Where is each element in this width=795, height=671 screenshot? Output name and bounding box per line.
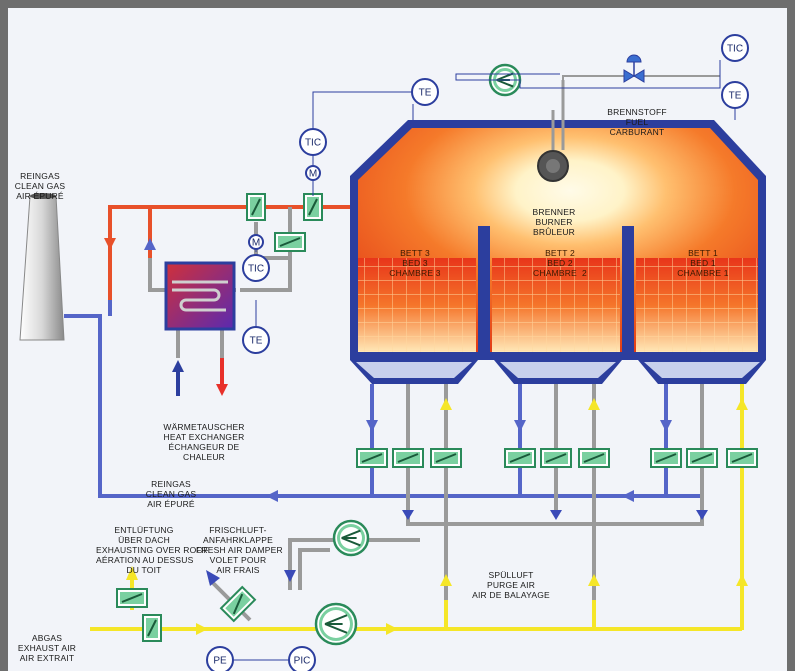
heat-exchanger xyxy=(164,261,236,331)
fan-icon xyxy=(332,519,370,557)
arrow-icon xyxy=(126,566,138,580)
pe-instrument-label: PE xyxy=(213,656,227,667)
motor-indicator: M xyxy=(305,165,321,181)
fuel-valve xyxy=(562,54,720,83)
damper-valve-icon xyxy=(116,588,148,608)
bed-3 xyxy=(358,258,476,352)
te-instrument: TE xyxy=(411,78,439,106)
bed-1 xyxy=(636,258,758,352)
damper-valve-icon xyxy=(686,448,718,468)
damper-valve-icon xyxy=(274,232,306,252)
motor-indicator-label: M xyxy=(252,238,260,249)
regenerative-oxidizer-vessel xyxy=(350,120,766,384)
instruments: TE TIC M M TIC TE TIC TE PE PIC xyxy=(206,34,749,671)
damper-valve-icon xyxy=(392,448,424,468)
pic-instrument: PIC xyxy=(288,646,316,671)
damper-valve-icon xyxy=(650,448,682,468)
bed-divider xyxy=(622,226,634,356)
damper-valve-icon xyxy=(726,448,758,468)
fans xyxy=(314,63,522,646)
arrow-icon xyxy=(196,623,208,635)
stack xyxy=(19,193,65,341)
damper-valve-icon xyxy=(246,193,266,221)
damper-valve-icon xyxy=(540,448,572,468)
tic-instrument: TIC xyxy=(721,34,749,62)
damper-valve-icon xyxy=(578,448,610,468)
arrow-icon xyxy=(266,490,278,502)
bed-2 xyxy=(492,258,620,352)
damper-valve-icon xyxy=(219,585,257,623)
arrow-icon xyxy=(104,238,116,250)
tic-instrument-label: TIC xyxy=(727,44,743,55)
damper-valve-icon xyxy=(142,614,162,642)
arrow-icon xyxy=(622,490,634,502)
motor-indicator-label: M xyxy=(309,169,317,180)
purge-fan-line xyxy=(298,548,330,590)
arrow-icon xyxy=(386,623,398,635)
heat-exchanger-icon xyxy=(164,261,236,331)
tic-instrument-label: TIC xyxy=(305,138,321,149)
damper-valve-icon xyxy=(504,448,536,468)
burner xyxy=(537,80,569,182)
tic-instrument-label: TIC xyxy=(248,264,264,275)
motor-indicator: M xyxy=(248,234,264,250)
te-instrument-label: TE xyxy=(250,336,263,347)
tic-instrument: TIC xyxy=(242,254,270,282)
pe-instrument: PE xyxy=(206,646,234,671)
arrow-icon xyxy=(216,384,228,396)
damper-valve-icon xyxy=(430,448,462,468)
bed-divider xyxy=(478,226,490,356)
damper-valve-icon xyxy=(356,448,388,468)
te-instrument: TE xyxy=(721,81,749,109)
damper-valves xyxy=(116,193,758,642)
te-instrument-label: TE xyxy=(419,88,432,99)
te-instrument: TE xyxy=(242,326,270,354)
te-instrument-label: TE xyxy=(729,91,742,102)
arrow-icon xyxy=(172,360,184,372)
duct-arrows xyxy=(284,398,748,586)
clean-gas-line xyxy=(64,300,700,498)
tic-instrument: TIC xyxy=(299,128,327,156)
fan-icon xyxy=(314,602,358,646)
pic-instrument-label: PIC xyxy=(294,656,311,667)
damper-valve-icon xyxy=(303,193,323,221)
arrow-icon xyxy=(144,238,156,250)
